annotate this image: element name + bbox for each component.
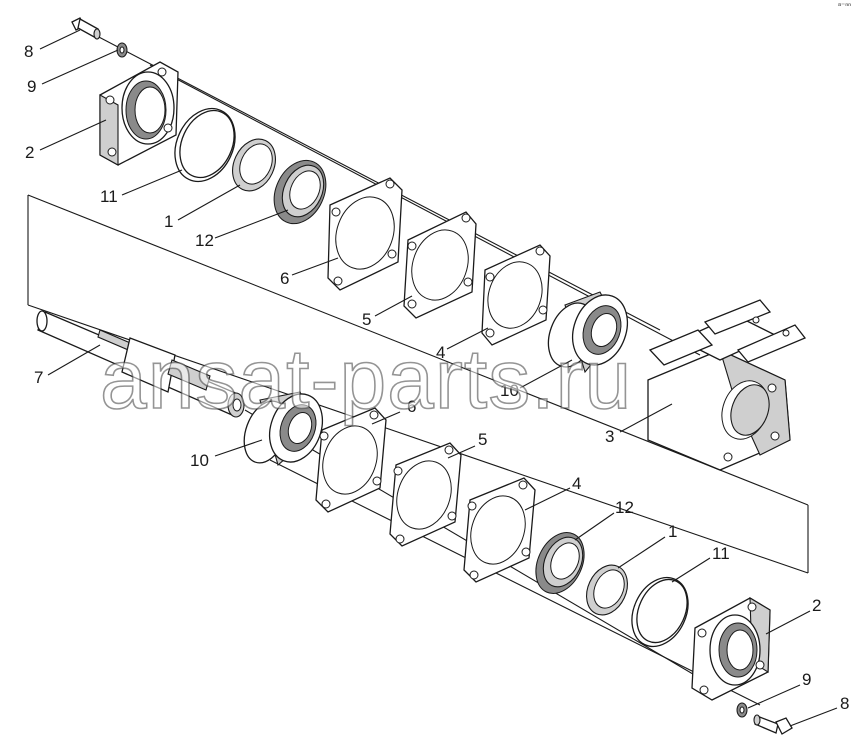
- label-bot-10: 10: [190, 451, 209, 470]
- washer-top: [116, 42, 128, 58]
- label-top-8: 8: [24, 42, 33, 61]
- callout-labels: 8 9 2 11 1 12 6 5 4 10 7 3 10 6 5 4 12 1…: [24, 42, 849, 713]
- label-bot-1: 1: [668, 522, 677, 541]
- label-bot-8: 8: [840, 694, 849, 713]
- ring-top: [232, 138, 276, 192]
- bearing-bottom: [243, 391, 324, 466]
- flange-bottom: [691, 597, 771, 701]
- bearing-top: [547, 291, 629, 374]
- gasket-4-bottom: [463, 477, 536, 583]
- shaft: [36, 310, 245, 418]
- label-bot-9: 9: [802, 670, 811, 689]
- label-housing-3: 3: [605, 427, 614, 446]
- label-bot-6: 6: [407, 397, 416, 416]
- label-bot-4: 4: [572, 474, 581, 493]
- gasket-6-bottom: [315, 407, 387, 513]
- seal-bottom: [535, 532, 585, 594]
- seal-top: [273, 159, 327, 225]
- gasket-4-top: [481, 244, 551, 346]
- bolt-bottom: [753, 714, 793, 735]
- label-top-1: 1: [164, 212, 173, 231]
- label-top-5: 5: [362, 310, 371, 329]
- corner-mark: ᵃ⁻ⁿⁿ: [838, 1, 851, 10]
- label-bot-2: 2: [812, 596, 821, 615]
- label-top-9: 9: [27, 77, 36, 96]
- label-top-10: 10: [500, 381, 519, 400]
- washer-bottom: [736, 702, 748, 718]
- label-top-11: 11: [100, 187, 118, 206]
- gasket-6-top: [327, 177, 403, 291]
- label-bot-5: 5: [478, 430, 487, 449]
- label-top-12: 12: [195, 231, 214, 250]
- label-top-2: 2: [25, 143, 34, 162]
- label-bot-12: 12: [615, 498, 634, 517]
- label-shaft-7: 7: [34, 368, 43, 387]
- watermark: ansat-parts.ru: [100, 332, 632, 426]
- label-bot-11: 11: [712, 544, 730, 563]
- label-top-4: 4: [436, 343, 445, 362]
- bolt-top: [71, 17, 101, 40]
- housing: [647, 299, 807, 471]
- gasket-5-bottom: [389, 442, 462, 547]
- leader-lines: [39, 29, 838, 727]
- flange-top: [99, 61, 179, 166]
- gasket-5-top: [403, 211, 477, 319]
- ring-bottom: [586, 564, 628, 616]
- label-top-6: 6: [280, 269, 289, 288]
